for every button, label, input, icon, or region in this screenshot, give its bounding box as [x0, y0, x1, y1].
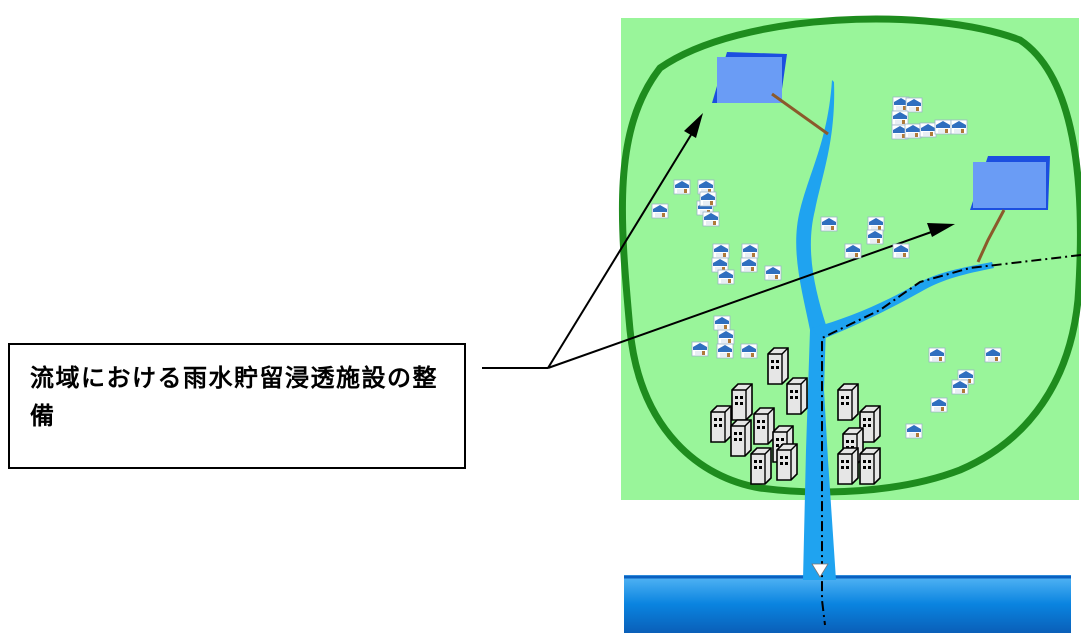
pond-channel-1: [771, 92, 829, 136]
storage-pond-2: [970, 156, 1050, 210]
pond-channel-2: [976, 209, 1006, 263]
callout-box: 流域における雨水貯留浸透施設の整備: [8, 343, 466, 469]
storage-pond-1: [712, 52, 787, 103]
callout-text: 流域における雨水貯留浸透施設の整備: [30, 364, 438, 430]
watershed-boundary: [618, 15, 1081, 496]
arrowhead-icon: [684, 113, 703, 138]
flow-arrow-icon: [811, 563, 829, 578]
arrowhead-icon: [927, 223, 955, 237]
callout-leader-lines: [482, 113, 955, 369]
flow-path-line: [821, 254, 1081, 626]
river-branch: [812, 262, 994, 340]
main-river: [624, 575, 1071, 633]
